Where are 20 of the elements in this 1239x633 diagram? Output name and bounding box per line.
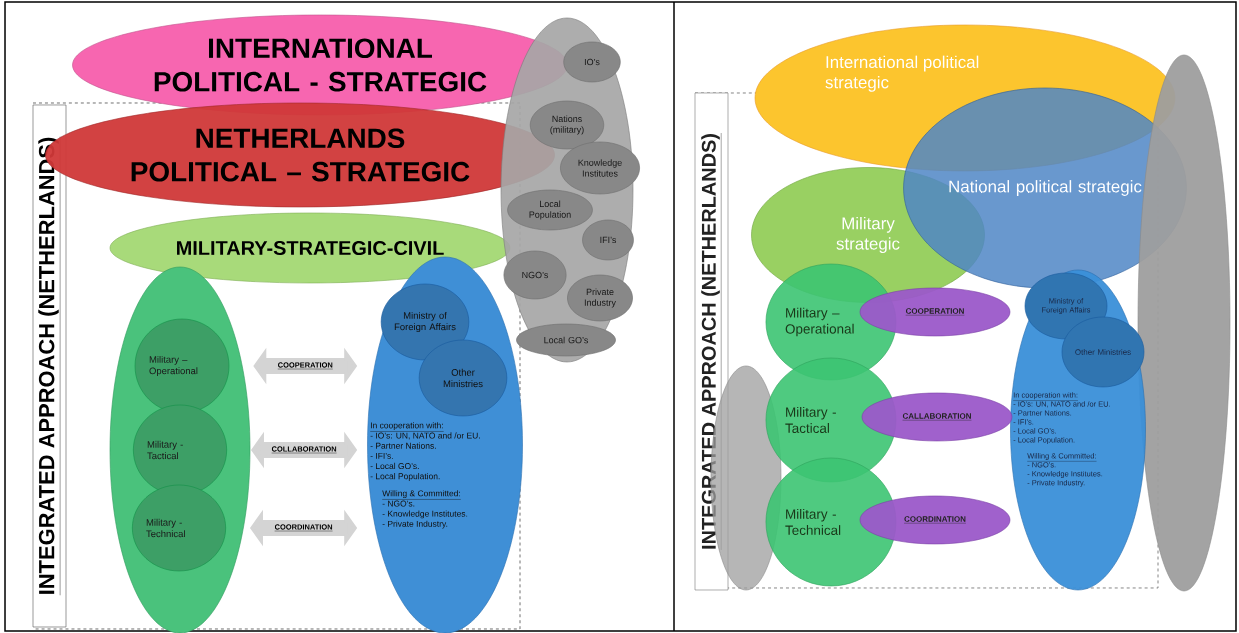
actor-oval: Nations (military) xyxy=(529,100,605,150)
node-label: In cooperation with: xyxy=(370,422,443,431)
actor-oval: Local Population xyxy=(507,189,593,231)
node-label: - IFI’s. xyxy=(370,452,393,459)
node-label: - NGO’s. xyxy=(382,500,415,507)
node-label: - IO’s: UN, NATO and /or EU. xyxy=(370,432,480,440)
actor-oval: Private Industry xyxy=(567,274,633,322)
actor-oval: Local GO’s xyxy=(516,323,616,357)
node-label: - Local Population. xyxy=(370,472,440,481)
actor-oval: NGO’s xyxy=(503,250,567,300)
actor-oval: Knowledge Institutes xyxy=(560,141,640,195)
vertical-label-box: INTEGRATED APPROACH (NETHERLANDS) xyxy=(32,104,67,628)
node-label: - Partner Nations. xyxy=(370,442,436,449)
actor-oval: IFI’s xyxy=(582,219,634,261)
node-label: Willing & Committed: xyxy=(382,490,460,499)
actor-oval: IO’s xyxy=(563,41,621,83)
list-text: In cooperation with: - IO’s: UN, NATO and /or EU. - Partner Nations. - IFI’s. - Local GO’s. - Local Population. Willing & Committed: - NGO’s. - Knowledge Institutes. - Private Industry. xyxy=(370,422,480,529)
node-label: - Private Industry. xyxy=(382,520,448,529)
node-label: - Local GO’s. xyxy=(370,462,419,470)
node-label: - Knowledge Institutes. xyxy=(382,510,468,519)
